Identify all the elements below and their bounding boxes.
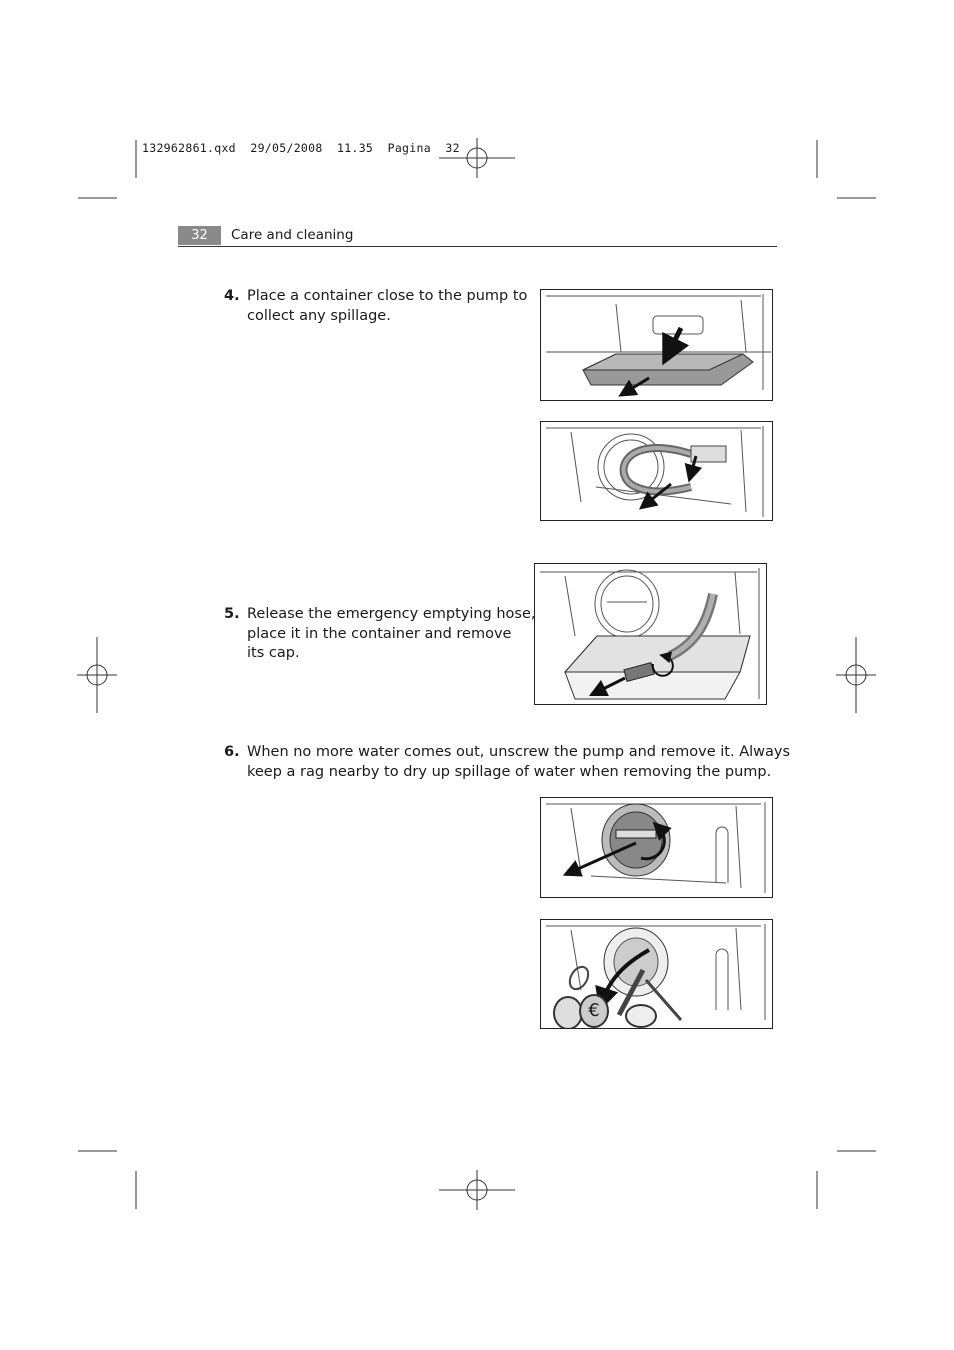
step-number: 6. <box>224 744 240 760</box>
step-text-line: collect any spillage. <box>247 307 391 324</box>
button-icon <box>625 1004 657 1028</box>
header-rule <box>178 246 777 247</box>
step-text-line: keep a rag nearby to dry up spillage of … <box>247 763 772 780</box>
illustration-emergency-hose <box>540 421 773 521</box>
illustration-remove-foreign-objects: € <box>540 919 773 1029</box>
step-text-line: place it in the container and remove <box>247 625 512 642</box>
step-text-line: its cap. <box>247 645 300 661</box>
illustration-container-placement <box>540 289 773 401</box>
print-slug-line: 132962861.qxd 29/05/2008 11.35 Pagina 32 <box>142 141 460 155</box>
illustration-hose-in-container <box>534 563 767 705</box>
step-number: 4. <box>224 288 240 304</box>
illustration-unscrew-pump <box>540 797 773 898</box>
euro-symbol: € <box>588 1000 600 1021</box>
step-number: 5. <box>224 606 240 622</box>
page-number: 32 <box>178 226 221 245</box>
step-6: 6. When no more water comes out, unscrew… <box>224 743 790 783</box>
step-4: 4. Place a container close to the pump t… <box>224 287 528 327</box>
step-5: 5. Release the emergency emptying hose, … <box>224 605 536 665</box>
step-text-line: Release the emergency emptying hose, <box>247 606 536 622</box>
section-title: Care and cleaning <box>231 227 354 243</box>
step-text-line: Place a container close to the pump to <box>247 288 528 304</box>
euro-coin-icon: € <box>579 994 609 1028</box>
step-text-line: When no more water comes out, unscrew th… <box>247 744 791 760</box>
